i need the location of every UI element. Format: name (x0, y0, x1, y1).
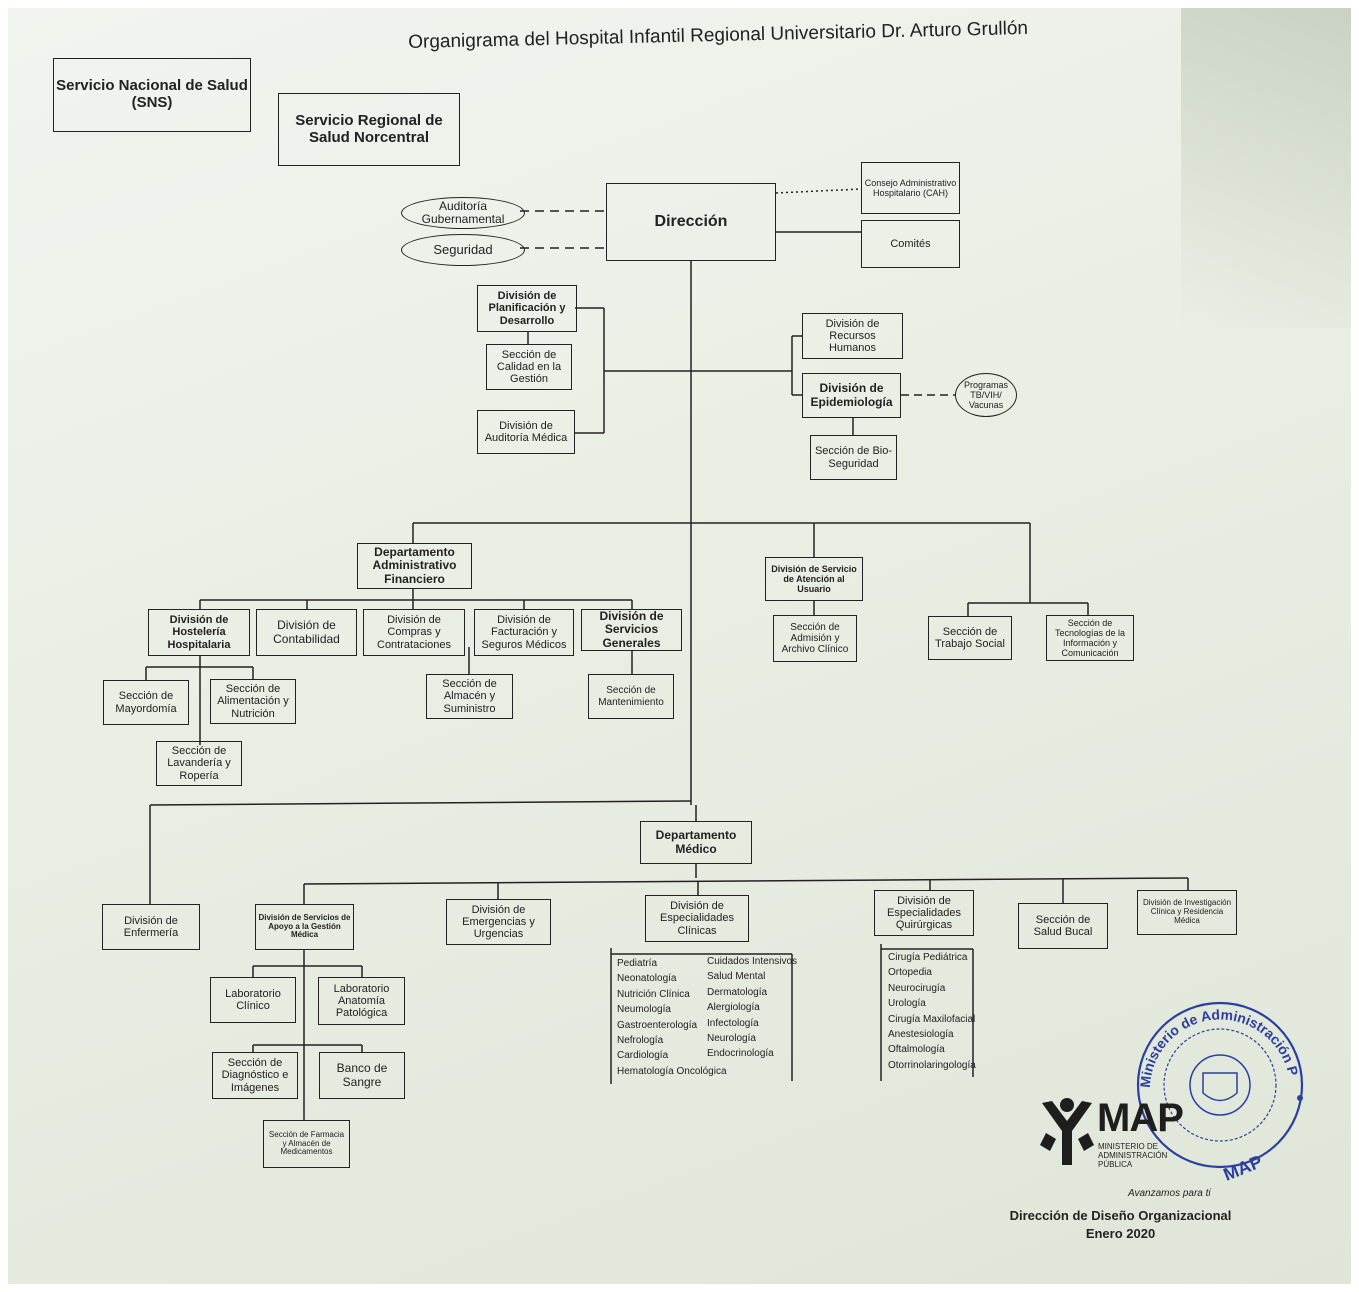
list-item: Salud Mental (707, 971, 766, 983)
box-farmacia: Sección de Farmacia y Almacén de Medicam… (263, 1120, 350, 1168)
list-item: Cirugía Maxilofacial (888, 1013, 976, 1025)
list-item: Pediatría (617, 958, 658, 969)
box-mantenimiento: Sección de Mantenimiento (588, 674, 674, 719)
box-comites: Comités (861, 220, 960, 268)
box-bucal: Sección de Salud Bucal (1018, 903, 1108, 949)
oval-auditoria: Auditoría Gubernamental (401, 197, 525, 229)
quirurgicas-list: Cirugía Pediátrica Ortopedia Neurocirugí… (888, 950, 976, 1073)
box-rrhh: División de Recursos Humanos (802, 313, 903, 359)
oval-programas: Programas TB/VIH/ Vacunas (955, 373, 1017, 417)
box-lab-clinico: Laboratorio Clínico (210, 977, 296, 1023)
oval-seguridad: Seguridad (401, 234, 525, 266)
box-banco: Banco de Sangre (319, 1052, 405, 1099)
box-bioseguridad: Sección de Bio-Seguridad (810, 435, 897, 480)
box-emergencias: División de Emergencias y Urgencias (446, 899, 551, 945)
box-atencion-usuario: División de Servicio de Atención al Usua… (765, 557, 863, 601)
box-investigacion: División de Investigación Clínica y Resi… (1137, 890, 1237, 935)
list-item: Urología (888, 998, 926, 1010)
list-item: Ortopedia (888, 967, 932, 979)
list-item: Neurocirugía (888, 982, 946, 994)
map-logo-icon (1040, 1098, 1094, 1165)
list-item: Neumología (617, 1004, 671, 1016)
box-medico: Departamento Médico (640, 821, 752, 864)
list-item: Cuidados Intensivos (707, 956, 798, 967)
paper-fold-shadow (1181, 8, 1351, 328)
box-admin-financiero: Departamento Administrativo Financiero (357, 543, 472, 589)
box-tecnologias: Sección de Tecnologías de la Información… (1046, 615, 1134, 661)
list-item: Dermatología (707, 986, 768, 998)
list-item: Cardiología (617, 1050, 669, 1062)
box-quirurgicas: División de Especialidades Quirúrgicas (874, 890, 974, 936)
box-enfermeria: División de Enfermería (102, 904, 200, 950)
box-sns: Servicio Nacional de Salud (SNS) (53, 58, 251, 132)
list-item: Nutrición Clínica (617, 988, 690, 1000)
box-trabajo-social: Sección de Trabajo Social (928, 616, 1012, 660)
box-contabilidad: División de Contabilidad (256, 609, 357, 656)
org-chart-sheet: Organigrama del Hospital Infantil Region… (8, 8, 1351, 1284)
box-planificacion: División de Planificación y Desarrollo (477, 285, 577, 332)
list-item: Oftalmología (888, 1044, 945, 1056)
avalado-text: Avanzamos para ti (1128, 1188, 1211, 1199)
map-seal-stamp: Ministerio de Administración Pública (1128, 993, 1304, 1169)
list-item: Cirugía Pediátrica (888, 952, 968, 963)
box-clinicas: División de Especialidades Clínicas (645, 895, 749, 942)
box-servicios-generales: División de Servicios Generales (581, 609, 682, 651)
box-mayordomia: Sección de Mayordomía (103, 680, 189, 725)
clinicas-list-col1: Pediatría Neonatología Nutrición Clínica… (617, 956, 727, 1079)
list-item: Neonatología (617, 973, 677, 985)
box-diagnostico: Sección de Diagnóstico e Imágenes (212, 1052, 298, 1099)
box-epidemiologia: División de Epidemiología (802, 373, 901, 418)
list-item: Anestesiología (888, 1028, 954, 1040)
box-regional: Servicio Regional de Salud Norcentral (278, 93, 460, 166)
list-item: Otorrinolaringología (888, 1059, 976, 1071)
map-logo-text: MAP (1097, 1096, 1184, 1140)
box-compras: División de Compras y Contrataciones (363, 609, 465, 656)
box-auditoria-medica: División de Auditoría Médica (477, 410, 575, 454)
footer-direccion: Dirección de Diseño Organizacional (1009, 1208, 1232, 1223)
list-item: Infectología (707, 1017, 759, 1029)
list-item: Endocrinología (707, 1048, 774, 1060)
box-hosteleria: División de Hostelería Hospitalaria (148, 609, 250, 656)
list-item: Nefrología (617, 1034, 664, 1046)
box-apoyo: División de Servicios de Apoyo a la Gest… (255, 904, 354, 950)
list-item: Neurología (707, 1032, 756, 1044)
box-facturacion: División de Facturación y Seguros Médico… (474, 609, 574, 656)
box-calidad: Sección de Calidad en la Gestión (486, 344, 572, 390)
list-item: Gastroenterología (617, 1019, 698, 1031)
box-alimentacion: Sección de Alimentación y Nutrición (210, 679, 296, 724)
box-direccion: Dirección (606, 183, 776, 261)
box-consejo: Consejo Administrativo Hospitalario (CAH… (861, 162, 960, 214)
box-lab-anatomia: Laboratorio Anatomía Patológica (318, 977, 405, 1025)
map-ministerio-text: MINISTERIO DE ADMINISTRACIÓN PÚBLICA (1098, 1142, 1168, 1169)
box-almacen: Sección de Almacén y Suministro (426, 674, 513, 719)
clinicas-list-col2: Cuidados Intensivos Salud Mental Dermato… (707, 954, 797, 1062)
list-item: Hematología Oncológica (617, 1065, 727, 1077)
box-lavanderia: Sección de Lavandería y Ropería (156, 741, 242, 786)
box-admision: Sección de Admisión y Archivo Clínico (773, 615, 857, 662)
footer-fecha: Enero 2020 (1085, 1226, 1156, 1241)
connector-lines (145, 188, 1189, 1120)
list-item: Alergiología (707, 1002, 760, 1014)
